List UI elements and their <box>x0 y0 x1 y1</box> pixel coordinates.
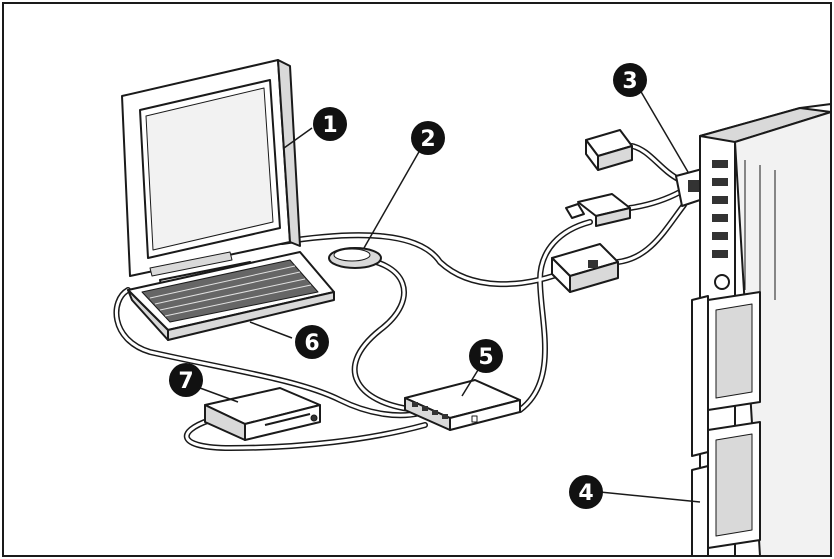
callout-1-label: 1 <box>322 113 337 138</box>
callout-6: 6 <box>295 325 329 359</box>
monitor <box>121 59 301 291</box>
callout-2: 2 <box>411 121 445 155</box>
leader-4 <box>599 491 701 503</box>
monitor-video-cable <box>279 232 573 288</box>
vga-connector <box>551 243 619 293</box>
callout-6-label: 6 <box>304 331 319 356</box>
callout-4-label: 4 <box>578 481 593 506</box>
usb-connector <box>565 193 631 227</box>
callout-5-label: 5 <box>478 345 493 370</box>
callout-7: 7 <box>169 363 203 397</box>
callout-3-label: 3 <box>622 69 637 94</box>
callout-leaders <box>199 89 701 503</box>
mouse <box>328 247 382 269</box>
leader-2 <box>363 149 421 249</box>
leader-6 <box>249 321 293 339</box>
callout-2-label: 2 <box>420 127 435 152</box>
callout-3: 3 <box>613 63 647 97</box>
cables <box>113 143 687 452</box>
leader-7 <box>199 387 239 403</box>
callout-7-label: 7 <box>178 369 193 394</box>
server-chassis <box>691 103 832 557</box>
callout-1: 1 <box>313 107 347 141</box>
leader-1 <box>283 127 313 149</box>
leader-3 <box>639 89 689 173</box>
callout-4: 4 <box>569 475 603 509</box>
external-drive <box>204 387 321 441</box>
leader-5 <box>461 369 479 397</box>
callout-5: 5 <box>469 339 503 373</box>
keyboard <box>127 251 335 341</box>
usb-hub <box>404 379 521 431</box>
serial-connector-top <box>585 129 633 171</box>
